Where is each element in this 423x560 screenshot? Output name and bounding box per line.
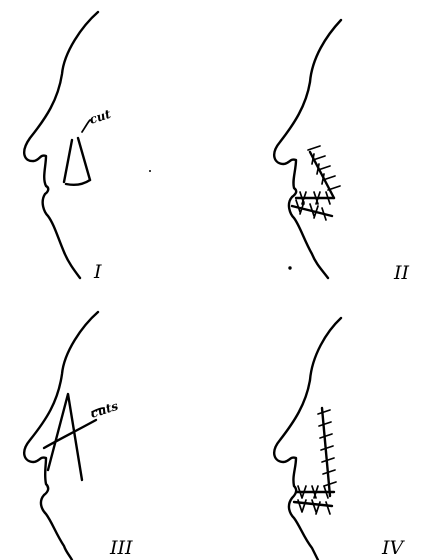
panel-numeral: IV <box>381 537 406 559</box>
incision-line <box>78 138 90 180</box>
panel-numeral: I <box>93 261 102 283</box>
incision-line <box>64 140 72 182</box>
face-profile <box>274 20 341 278</box>
panel-numeral: III <box>109 537 133 559</box>
incision-line <box>66 180 90 185</box>
panel-4: IV <box>274 318 405 560</box>
incision-line <box>82 120 90 132</box>
suture-line <box>322 408 330 496</box>
face-profile <box>274 318 341 560</box>
suture-stitches <box>308 146 340 190</box>
face-profile <box>24 12 98 278</box>
panel-2: II <box>274 20 409 284</box>
panel-note-label: cuts <box>89 399 121 421</box>
panel-numeral: II <box>393 262 410 284</box>
ink-speck <box>288 266 291 269</box>
incision-line <box>44 420 96 448</box>
panel-note-label: cut <box>88 107 113 127</box>
panel-1: cut I <box>24 12 151 283</box>
ink-speck <box>149 170 151 172</box>
panel-3: cuts III <box>24 312 133 560</box>
face-profile <box>24 312 98 560</box>
